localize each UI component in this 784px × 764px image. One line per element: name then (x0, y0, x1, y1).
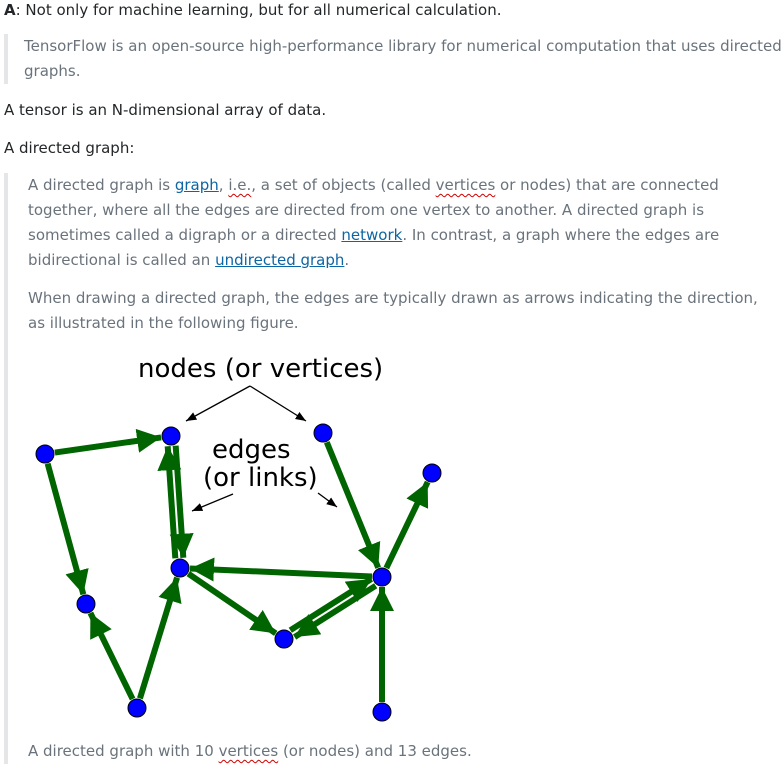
text-run: , (218, 176, 229, 194)
graph-node (313, 423, 333, 443)
graph-node (127, 698, 147, 718)
figure-caption: A directed graph with 10 vertices (or no… (28, 739, 773, 764)
graph-edge (87, 611, 136, 701)
text-run: or nodes) that are connected together, w… (28, 176, 719, 244)
blockquote-tensorflow: TensorFlow is an open-source high-perfor… (4, 34, 784, 84)
graph-node (35, 444, 55, 464)
graph-node (161, 426, 181, 446)
graph-edge (157, 446, 182, 559)
label-pointers (185, 385, 338, 512)
link-undirected-graph[interactable]: undirected graph (215, 251, 345, 269)
label-edges: edges (212, 435, 291, 465)
label-pointer-arrow (185, 385, 251, 422)
answer-prefix: A (4, 1, 16, 19)
graph-node (372, 702, 392, 722)
text-run: (or nodes) and 13 edges. (278, 742, 472, 760)
drawing-description: When drawing a directed graph, the edges… (28, 289, 758, 332)
graph-edge (186, 571, 278, 636)
graph-edge (137, 576, 182, 700)
text-run: , a set of objects (called (251, 176, 436, 194)
graph-edge (292, 583, 378, 640)
directed-graph-heading: A directed graph: (4, 139, 135, 157)
label-or-links: (or links) (203, 463, 318, 493)
graph-nodes (35, 423, 442, 722)
spellcheck-word-vertices: vertices (435, 176, 496, 194)
answer-text: : Not only for machine learning, but for… (15, 1, 502, 19)
graph-edge (288, 576, 374, 633)
text-run: . (344, 251, 350, 269)
tensor-definition: A tensor is an N-dimensional array of da… (4, 101, 327, 119)
text-run: A directed graph is (28, 176, 175, 194)
directed-graph-definition: A directed graph is graph, i.e., a set o… (28, 173, 773, 273)
graph-node (274, 629, 294, 649)
graph-edge (324, 441, 381, 569)
graph-edges (44, 428, 431, 702)
graph-node (170, 558, 190, 578)
spellcheck-word-ie: i.e. (228, 176, 252, 194)
label-pointer-arrow (191, 493, 234, 512)
graph-edge (383, 480, 431, 570)
label-pointer-arrow (249, 385, 307, 422)
graph-node (76, 594, 96, 614)
link-network[interactable]: network (341, 226, 403, 244)
spellcheck-word-vertices: vertices (218, 742, 279, 760)
blockquote-directed-graph: A directed graph is graph, i.e., a set o… (4, 173, 784, 764)
graph-node (422, 463, 442, 483)
text-run: . In contrast, a graph where the edges a… (28, 226, 720, 269)
label-nodes: nodes (or vertices) (138, 354, 383, 384)
answer-intro: A: Not only for machine learning, but fo… (4, 0, 501, 20)
tensorflow-quote-text: TensorFlow is an open-source high-perfor… (24, 37, 782, 80)
graph-node (372, 567, 392, 587)
label-pointer-arrow (317, 492, 338, 508)
text-run: A directed graph with 10 (28, 742, 219, 760)
graph-edge (44, 462, 89, 596)
graph-edge (189, 557, 373, 582)
link-graph[interactable]: graph (174, 176, 219, 194)
graph-edge (54, 428, 162, 456)
